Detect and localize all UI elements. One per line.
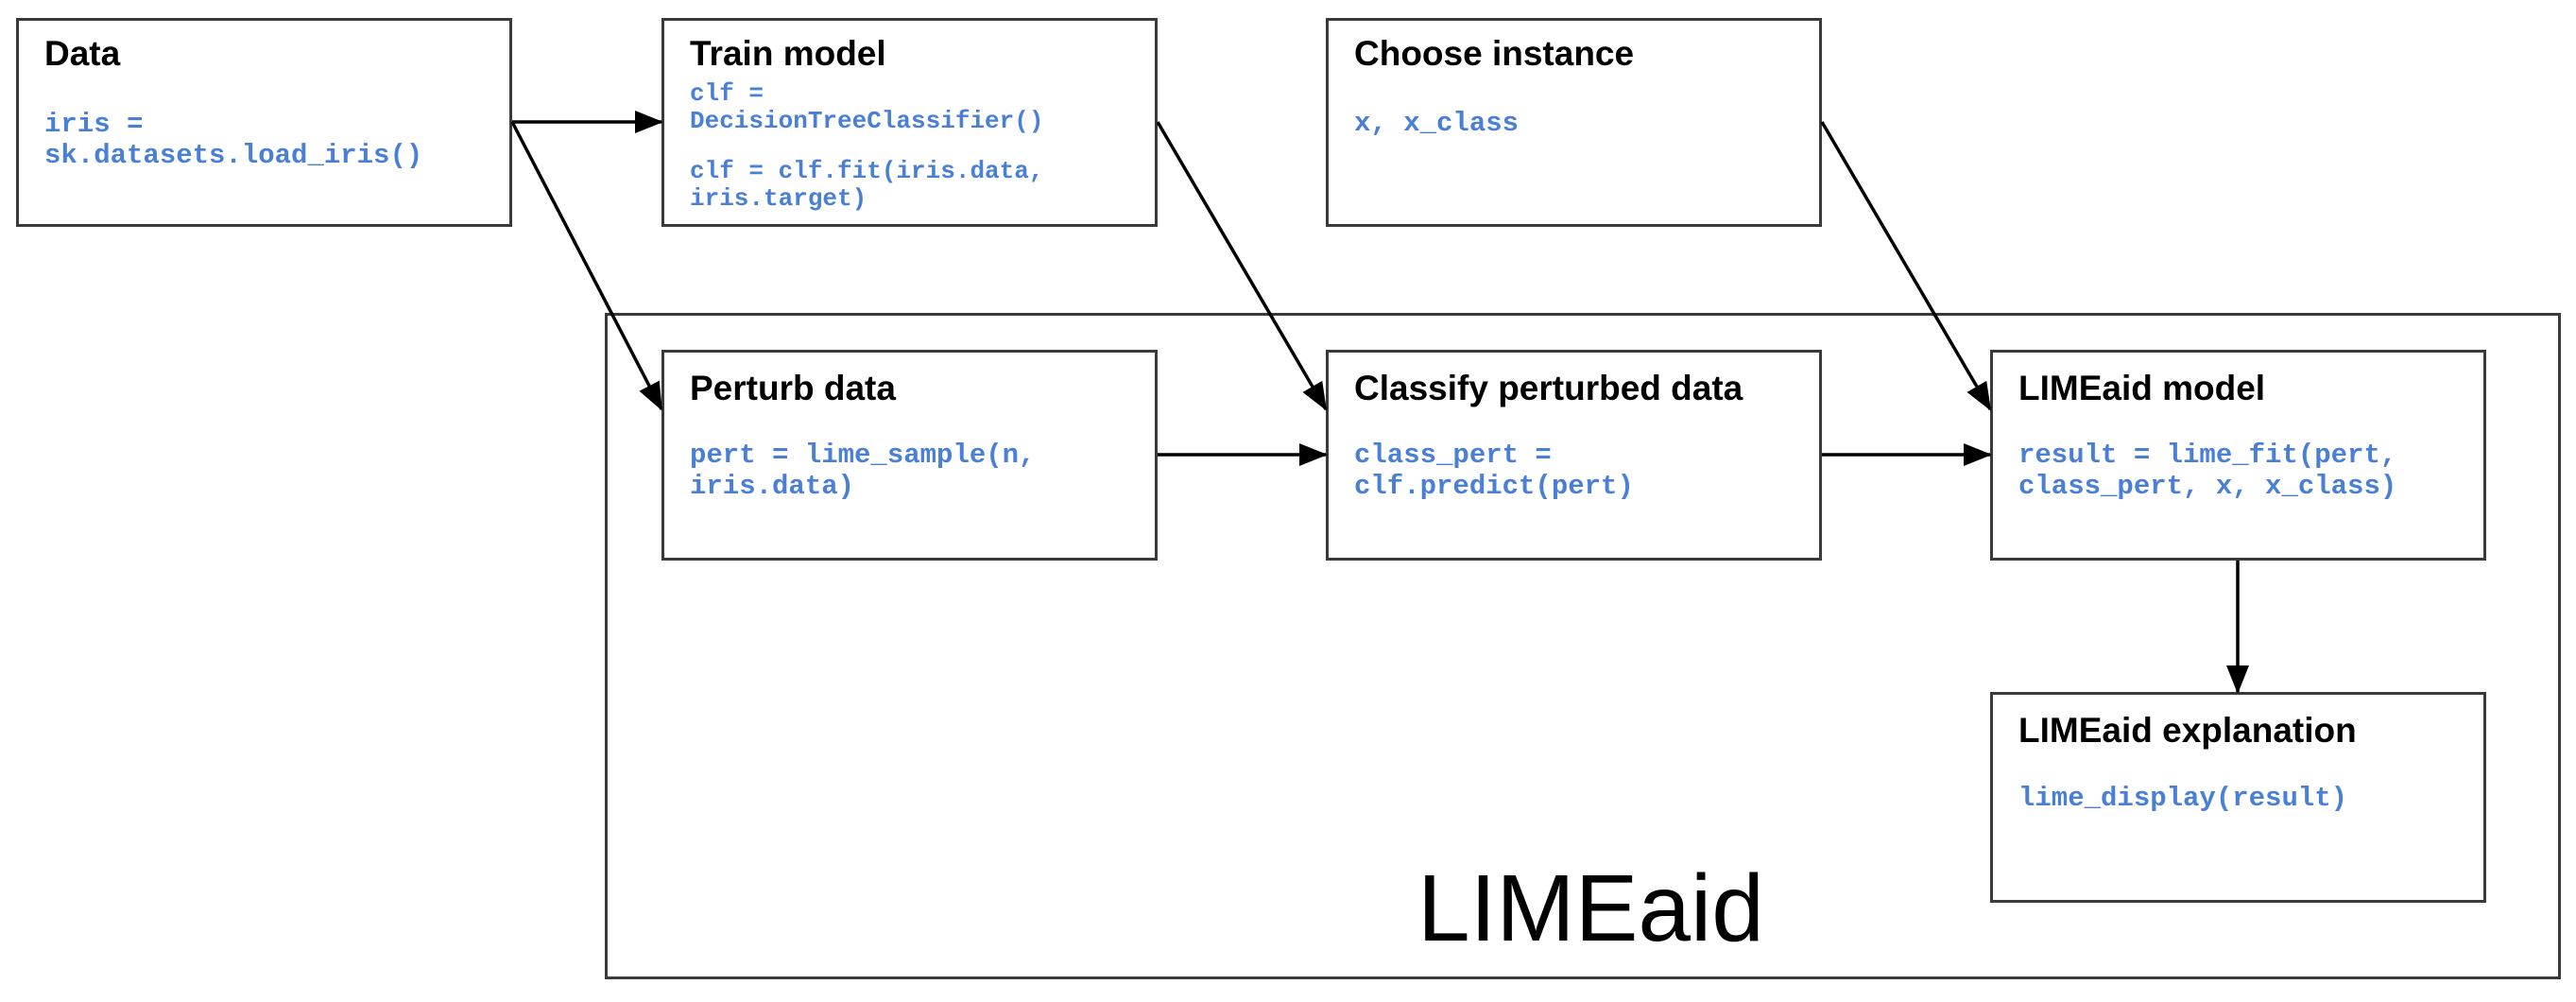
limeaid-model-box-code: result = lime_fit(pert, class_pert, x, x… (2018, 440, 2397, 502)
limeaid-model-box: LIMEaid model result = lime_fit(pert, cl… (1990, 350, 2486, 561)
arrow-train-to-classify (1156, 121, 1328, 411)
train-model-box-title: Train model (690, 34, 886, 73)
limeaid-group-label: LIMEaid (1417, 855, 1764, 961)
choose-instance-box-code: x, x_class (1354, 108, 1520, 139)
choose-instance-box-title: Choose instance (1354, 34, 1635, 73)
train-model-box-code-2: clf = clf.fit(iris.data, iris.target) (690, 157, 1044, 213)
data-box: Data iris = sk.datasets.load_iris() (16, 18, 512, 227)
limeaid-explanation-box-title: LIMEaid explanation (2018, 711, 2357, 750)
limeaid-explanation-box: LIMEaid explanation lime_display(result) (1990, 692, 2486, 903)
arrow-data-to-perturb (510, 121, 663, 411)
data-box-code: iris = sk.datasets.load_iris() (44, 109, 423, 171)
perturb-data-box: Perturb data pert = lime_sample(n, iris.… (661, 350, 1158, 561)
train-model-box: Train model clf = DecisionTreeClassifier… (661, 18, 1158, 227)
perturb-data-box-code: pert = lime_sample(n, iris.data) (690, 440, 1036, 502)
limeaid-explanation-box-code: lime_display(result) (2018, 783, 2348, 814)
classify-perturbed-data-box-title: Classify perturbed data (1354, 369, 1743, 407)
train-model-box-code-1: clf = DecisionTreeClassifier() (690, 79, 1044, 135)
arrow-choose-to-model (1820, 121, 1992, 411)
classify-perturbed-data-box-code: class_pert = clf.predict(pert) (1354, 440, 1634, 502)
data-box-title: Data (44, 34, 121, 73)
choose-instance-box: Choose instance x, x_class (1326, 18, 1822, 227)
perturb-data-box-title: Perturb data (690, 369, 896, 407)
limeaid-model-box-title: LIMEaid model (2018, 369, 2266, 407)
